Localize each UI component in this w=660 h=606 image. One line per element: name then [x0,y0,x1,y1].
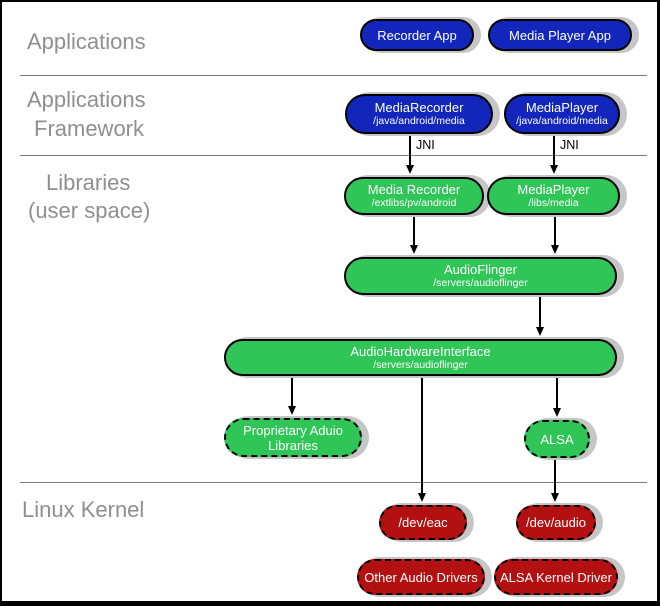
other-audio-drivers-node: Other Audio Drivers [357,559,485,595]
audiohardwareinterface-label: AudioHardwareInterface [350,343,491,359]
layer-divider [20,155,647,156]
edge-ahi-dev-eac-arrowhead-icon [417,493,426,502]
edge-ahi-proprietary-arrowhead-icon [287,406,296,415]
audioflinger-path-label: /servers/audioflinger [433,277,528,289]
mediarecorder-framework-path-label: /java/android/media [373,115,465,127]
layer-label-linux-kernel: Linux Kernel [22,497,145,522]
dev-eac-label: /dev/eac [398,515,448,530]
edge-mediarecorder-audioflinger-line [413,216,415,246]
edge-mediarecorder-audioflinger-arrowhead-icon [409,245,418,254]
other-audio-drivers-label: Other Audio Drivers [364,569,478,585]
media-recorder-lib-path-label: /extlibs/pv/android [371,197,457,209]
layer-label-app-framework-line2: Framework [34,116,145,141]
media-player-app-label: Media Player App [509,27,611,43]
recorder-app-node: Recorder App [360,19,474,51]
jni-label: JNI [560,138,579,152]
edge-mediarecorder-jni-line [409,135,411,166]
mediarecorder-framework-node: MediaRecorder/java/android/media [345,94,493,134]
mediaplayer-framework-path-label: /java/android/media [516,115,608,127]
proprietary-audio-libraries-label-line2: Libraries [268,437,318,453]
audiohardwareinterface-path-label: /servers/audioflinger [373,358,468,371]
alsa-node: ALSA [524,420,590,458]
edge-ahi-dev-eac-line [421,376,423,494]
dev-audio-label: /dev/audio [526,515,586,530]
jni-label: JNI [416,138,435,152]
mediaplayer-framework-node: MediaPlayer/java/android/media [504,94,620,134]
layer-label-libraries: Libraries [46,170,131,195]
recorder-app-label: Recorder App [377,27,457,43]
edge-mediaplayer-jni-line [553,135,555,166]
edge-audioflinger-ahi-line [539,296,541,328]
mediaplayer-lib-label: MediaPlayer [517,182,590,197]
edge-mediaplayer-audioflinger-arrowhead-icon [550,245,559,254]
edge-alsa-dev-audio-line [554,459,556,494]
alsa-kernel-driver-label: ALSA Kernel Driver [500,569,612,585]
layer-divider [20,75,647,76]
proprietary-audio-libraries-label: Proprietary Aduio [243,422,343,438]
edge-ahi-alsa-line [556,376,558,409]
edge-ahi-alsa-arrowhead-icon [552,408,561,417]
layer-label-applications: Applications [27,29,146,54]
layer-label-app-framework-line1: Applications [27,87,146,112]
audioflinger-node: AudioFlinger/servers/audioflinger [344,257,617,295]
mediarecorder-framework-label: MediaRecorder [374,100,464,115]
layer-label-user-space: (user space) [28,198,151,223]
edge-ahi-proprietary-line [291,376,293,407]
audiohardwareinterface-node: AudioHardwareInterface/servers/audioflin… [224,339,617,376]
audioflinger-label: AudioFlinger [444,262,517,277]
edge-mediaplayer-jni-arrowhead-icon [549,165,558,174]
alsa-kernel-driver-node: ALSA Kernel Driver [494,559,618,595]
media-player-app-node: Media Player App [488,19,632,51]
media-recorder-lib-node: Media Recorder/extlibs/pv/android [344,177,484,215]
alsa-label: ALSA [540,431,574,447]
edge-alsa-dev-audio-arrowhead-icon [550,493,559,502]
mediaplayer-lib-node: MediaPlayer/libs/media [487,177,620,215]
dev-eac-node: /dev/eac [379,505,467,540]
mediaplayer-lib-path-label: /libs/media [528,197,579,209]
mediaplayer-framework-label: MediaPlayer [525,100,599,115]
layer-divider [20,482,647,483]
edge-mediaplayer-audioflinger-line [554,216,556,246]
dev-audio-node: /dev/audio [516,505,596,540]
edge-mediarecorder-jni-arrowhead-icon [405,165,414,174]
edge-audioflinger-ahi-arrowhead-icon [535,327,544,336]
media-recorder-lib-label: Media Recorder [367,182,461,197]
